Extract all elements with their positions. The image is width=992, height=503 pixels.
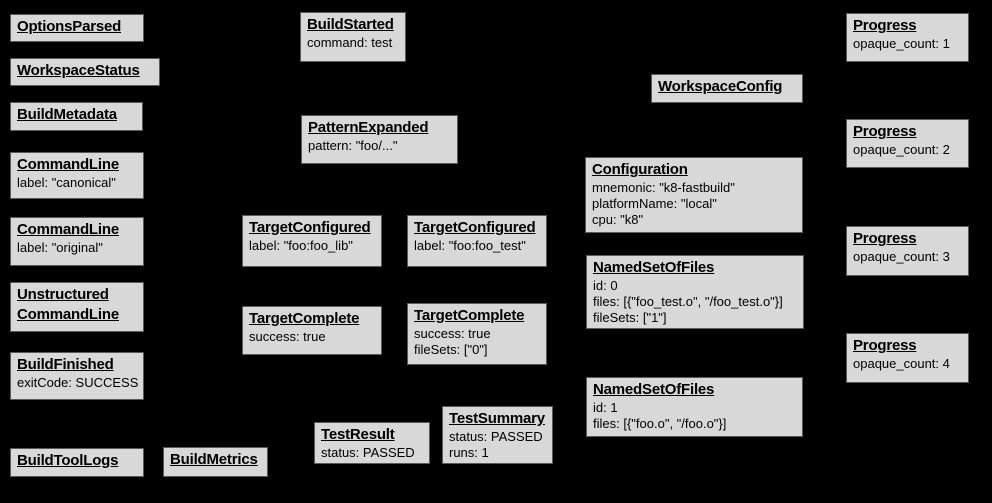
node-attribute: fileSets: ["0"] — [414, 342, 488, 357]
node-attribute: platformName: "local" — [592, 196, 717, 211]
node-test-result: TestResult status: PASSED — [314, 422, 430, 464]
node-attribute: status: PASSED — [449, 429, 543, 444]
node-title: BuildMetadata — [17, 106, 117, 123]
node-title: TestSummary — [449, 410, 545, 427]
node-title: BuildMetrics — [170, 451, 258, 468]
node-title: NamedSetOfFiles — [593, 381, 715, 398]
node-attribute: files: [{"foo_test.o", "/foo_test.o"}] — [593, 294, 783, 309]
node-attribute: id: 1 — [593, 400, 618, 415]
node-title: TargetComplete — [414, 307, 525, 324]
node-configuration: Configuration mnemonic: "k8-fastbuild" p… — [585, 157, 803, 233]
node-workspace-status: WorkspaceStatus — [10, 58, 160, 86]
node-target-configured-foo-lib: TargetConfigured label: "foo:foo_lib" — [242, 215, 382, 267]
node-workspace-config: WorkspaceConfig — [651, 74, 803, 103]
node-attribute: files: [{"foo.o", "/foo.o"}] — [593, 416, 727, 431]
node-title: Progress — [853, 230, 917, 247]
node-attribute: command: test — [307, 35, 393, 50]
node-title: Progress — [853, 123, 917, 140]
node-options-parsed: OptionsParsed — [10, 14, 144, 42]
node-attribute: label: "canonical" — [17, 175, 116, 190]
node-title: CommandLine — [17, 221, 119, 238]
node-target-configured-foo-test: TargetConfigured label: "foo:foo_test" — [407, 215, 547, 267]
node-title: BuildFinished — [17, 356, 114, 373]
node-progress-2: Progress opaque_count: 2 — [846, 119, 969, 168]
node-attribute: opaque_count: 4 — [853, 356, 950, 371]
node-attribute: mnemonic: "k8-fastbuild" — [592, 180, 735, 195]
node-target-complete-foo-lib: TargetComplete success: true — [242, 306, 382, 355]
node-title: WorkspaceStatus — [17, 62, 140, 79]
node-attribute: label: "foo:foo_lib" — [249, 238, 353, 253]
node-test-summary: TestSummary status: PASSED runs: 1 — [442, 406, 553, 464]
node-attribute: pattern: "foo/..." — [308, 138, 398, 153]
node-attribute: exitCode: SUCCESS — [17, 375, 139, 390]
node-title: WorkspaceConfig — [658, 78, 783, 95]
node-named-set-of-files-0: NamedSetOfFiles id: 0 files: [{"foo_test… — [586, 255, 804, 329]
node-target-complete-foo-test: TargetComplete success: true fileSets: [… — [407, 303, 547, 365]
node-attribute: fileSets: ["1"] — [593, 310, 667, 325]
node-title: TargetConfigured — [414, 219, 536, 236]
node-unstructured-command-line: Unstructured CommandLine — [10, 282, 144, 332]
node-title: TargetComplete — [249, 310, 360, 327]
node-command-line-canonical: CommandLine label: "canonical" — [10, 152, 144, 199]
node-attribute: success: true — [249, 329, 326, 344]
node-command-line-original: CommandLine label: "original" — [10, 217, 144, 266]
node-progress-3: Progress opaque_count: 3 — [846, 226, 969, 276]
node-build-finished: BuildFinished exitCode: SUCCESS — [10, 352, 144, 400]
node-named-set-of-files-1: NamedSetOfFiles id: 1 files: [{"foo.o", … — [586, 377, 803, 437]
node-build-metadata: BuildMetadata — [10, 102, 143, 131]
node-pattern-expanded: PatternExpanded pattern: "foo/..." — [301, 115, 458, 164]
node-progress-1: Progress opaque_count: 1 — [846, 13, 969, 62]
node-build-tool-logs: BuildToolLogs — [10, 448, 144, 477]
node-attribute: id: 0 — [593, 278, 618, 293]
node-progress-4: Progress opaque_count: 4 — [846, 333, 969, 383]
node-attribute: opaque_count: 1 — [853, 36, 950, 51]
node-attribute: runs: 1 — [449, 445, 489, 460]
node-title: Progress — [853, 17, 917, 34]
node-attribute: status: PASSED — [321, 445, 415, 460]
node-title: TestResult — [321, 426, 395, 443]
node-title: PatternExpanded — [308, 119, 429, 136]
node-title: Unstructured CommandLine — [17, 286, 119, 323]
node-title: Configuration — [592, 161, 688, 178]
node-attribute: opaque_count: 2 — [853, 142, 950, 157]
node-attribute: cpu: "k8" — [592, 212, 644, 227]
node-title: CommandLine — [17, 156, 119, 173]
node-attribute: label: "original" — [17, 240, 103, 255]
node-attribute: success: true — [414, 326, 491, 341]
node-title: TargetConfigured — [249, 219, 371, 236]
node-title: BuildStarted — [307, 16, 394, 33]
node-title: Progress — [853, 337, 917, 354]
node-title: OptionsParsed — [17, 18, 122, 35]
node-title: NamedSetOfFiles — [593, 259, 715, 276]
node-build-started: BuildStarted command: test — [300, 12, 406, 62]
node-attribute: opaque_count: 3 — [853, 249, 950, 264]
node-build-metrics: BuildMetrics — [163, 447, 268, 477]
node-attribute: label: "foo:foo_test" — [414, 238, 526, 253]
node-title: BuildToolLogs — [17, 452, 119, 469]
